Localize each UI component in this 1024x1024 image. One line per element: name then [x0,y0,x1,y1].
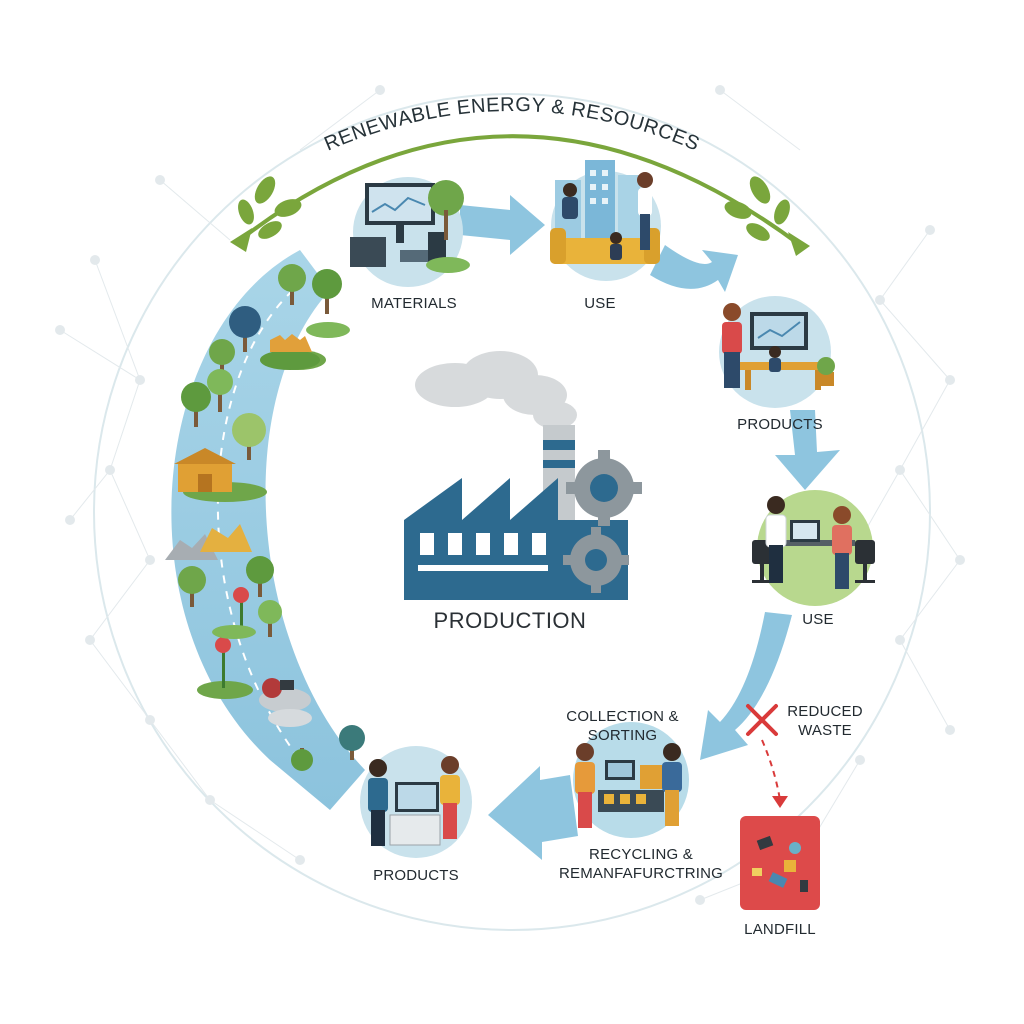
factory-small-icon [260,334,320,370]
stage-materials [350,177,470,287]
stage-label-use-top: USE [584,295,616,312]
person-icon [575,743,595,828]
reduced-waste-label: REDUCED WASTE [787,703,863,739]
stage-label-materials: MATERIALS [371,295,457,312]
stage-label-use-right: USE [802,611,834,628]
landfill-box [740,816,820,910]
stage-collection [573,722,689,838]
plant-icon [817,357,835,386]
person-icon [722,303,742,388]
flow-arrows [460,195,840,860]
waste-indicator [746,704,788,808]
person-icon [662,743,682,826]
stage-label-recycling: RECYCLING & REMANFAFURCTRING [558,846,724,882]
warehouse-icon [174,448,267,502]
landscape-path [165,250,365,810]
leaf-icon [238,176,302,239]
stage-label-products-right: PRODUCTS [737,416,823,433]
stage-use-right [752,490,875,606]
stage-label-collection: COLLECTION & SORTING [566,708,679,744]
production-label: PRODUCTION [433,608,587,633]
person-icon [562,183,578,219]
flower-icon [197,587,256,699]
arc-title: RENEWABLE ENERGY & RESOURCES [321,94,703,156]
person-icon [610,232,622,260]
renewable-arc [230,134,810,256]
network-background [55,85,965,931]
person-icon [765,496,787,583]
ore-pile-icon [165,524,252,560]
gear-icon [563,450,642,593]
stage-use-top [550,160,661,281]
person-icon [440,756,460,839]
person-icon [637,172,653,250]
leaf-icon [724,176,790,241]
stage-products-bottom [360,746,472,858]
stage-products-right [719,296,835,408]
landfill-label: LANDFILL [744,921,816,938]
person-icon [368,759,388,846]
person-icon [769,346,781,372]
waste-pile-icon [259,678,312,727]
stage-label-products-bottom: PRODUCTS [373,867,459,884]
factory-icon [404,351,642,600]
person-icon [832,506,852,589]
